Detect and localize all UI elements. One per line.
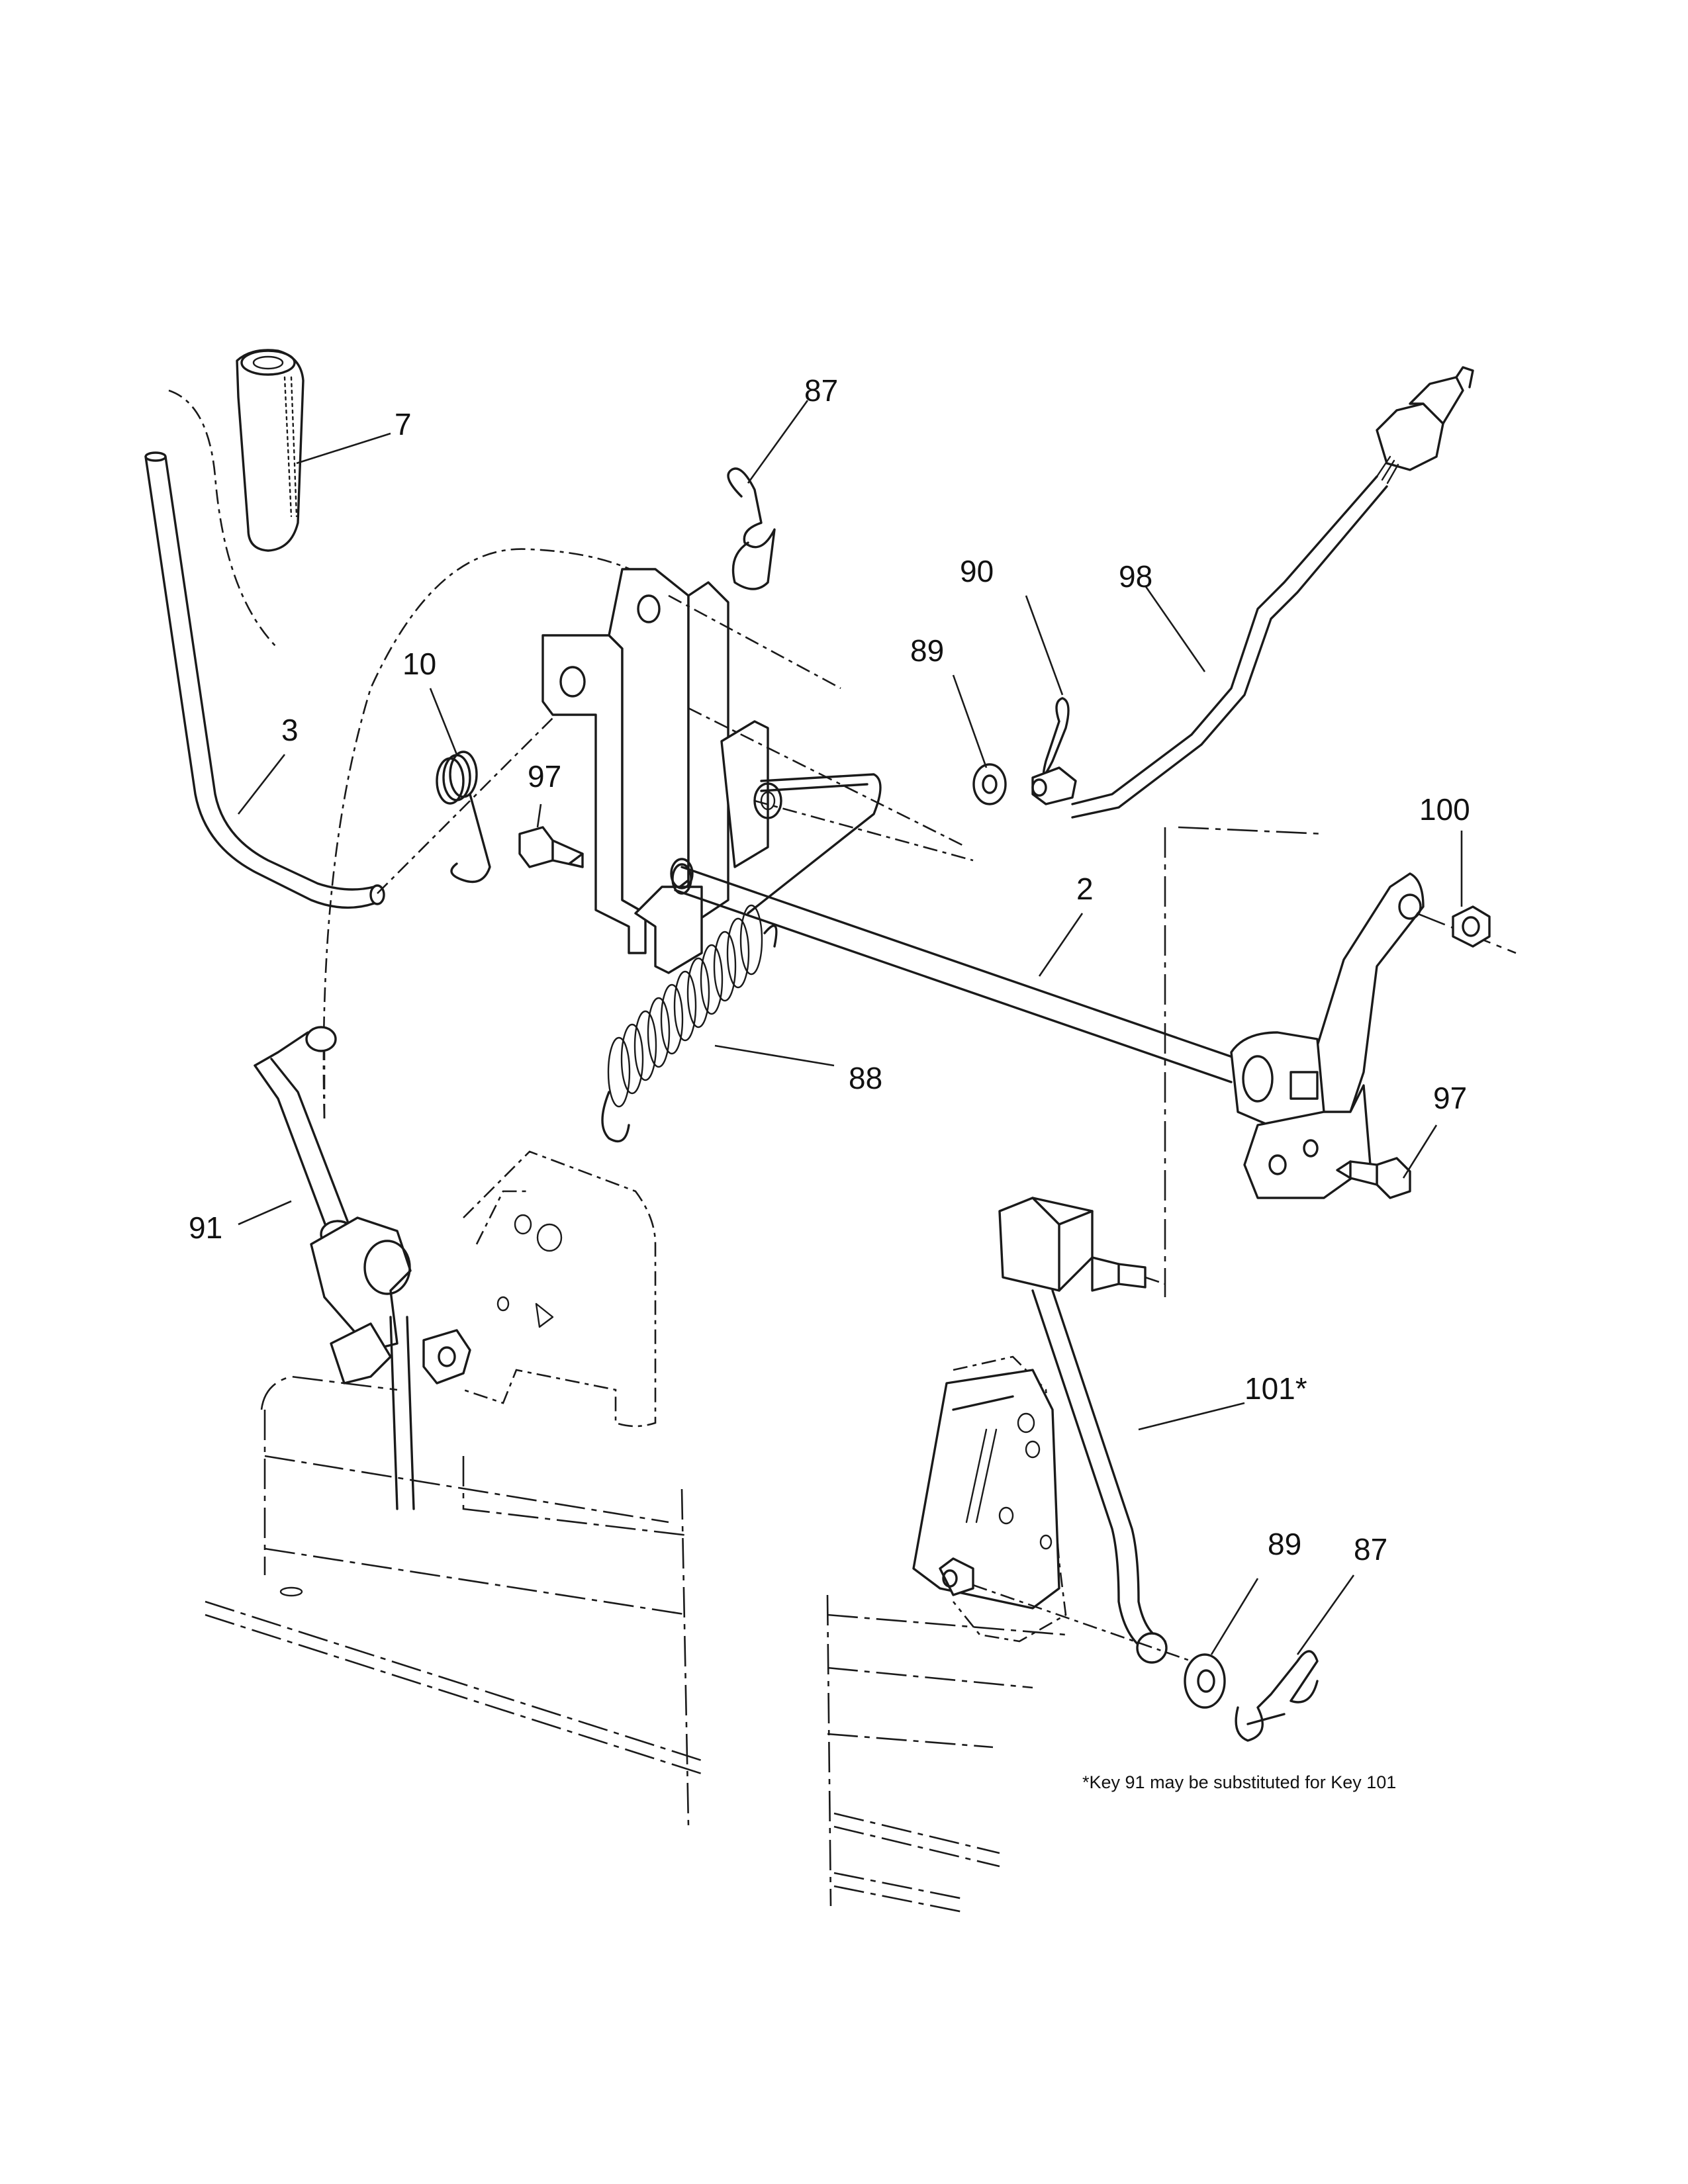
part-89-washer-bottom <box>1184 1653 1226 1709</box>
callout-10: 10 <box>402 647 437 681</box>
callout-89-bottom: 89 <box>1268 1527 1302 1561</box>
callout-97-right: 97 <box>1433 1081 1468 1115</box>
part-7-handle-grip <box>236 349 305 552</box>
callout-88: 88 <box>849 1061 883 1095</box>
callout-7: 7 <box>395 407 412 441</box>
part-91-lift-link <box>254 1026 355 1249</box>
callout-91: 91 <box>189 1210 223 1245</box>
callout-89-top: 89 <box>910 633 945 668</box>
part-87-hairpin-clip-bottom <box>1235 1650 1319 1742</box>
part-90-cotter-pin <box>1031 697 1077 805</box>
part-89-washer-top <box>972 763 1007 805</box>
part-98-adjustment-rod <box>1071 366 1474 819</box>
callout-3: 3 <box>281 713 299 747</box>
callout-98: 98 <box>1119 559 1153 594</box>
callout-2: 2 <box>1076 872 1094 906</box>
part-97-bolt-right <box>1336 1157 1411 1199</box>
footnote: *Key 91 may be substituted for Key 101 <box>1082 1772 1397 1792</box>
assembly-line-arc <box>322 548 656 1119</box>
part-10-torsion-spring <box>436 751 491 884</box>
callout-87-top: 87 <box>804 373 839 408</box>
assembly-line-7 <box>168 389 279 649</box>
callout-90: 90 <box>960 554 994 588</box>
part-3-lift-lever <box>144 451 385 909</box>
lift-arm-right <box>1230 872 1425 1199</box>
deck-housing-right <box>826 1594 1066 1914</box>
callout-97-left: 97 <box>528 759 562 794</box>
part-2-lift-shaft <box>671 863 1239 1083</box>
deck-housing-left <box>205 1375 702 1827</box>
leader-lines <box>237 400 1463 1655</box>
part-87-hairpin-clip-top <box>727 467 776 590</box>
deck-plate-left <box>463 1150 657 1428</box>
callout-100: 100 <box>1419 792 1470 827</box>
part-88-extension-spring <box>601 904 778 1143</box>
part-100-nut <box>1452 905 1491 948</box>
lift-bracket <box>541 568 782 974</box>
part-97-bolt-left <box>518 826 584 868</box>
callout-87-bottom: 87 <box>1354 1532 1388 1567</box>
callout-101: 101* <box>1244 1371 1307 1406</box>
deck-bracket-left <box>310 1216 471 1510</box>
deck-plate-right <box>912 1355 1067 1643</box>
